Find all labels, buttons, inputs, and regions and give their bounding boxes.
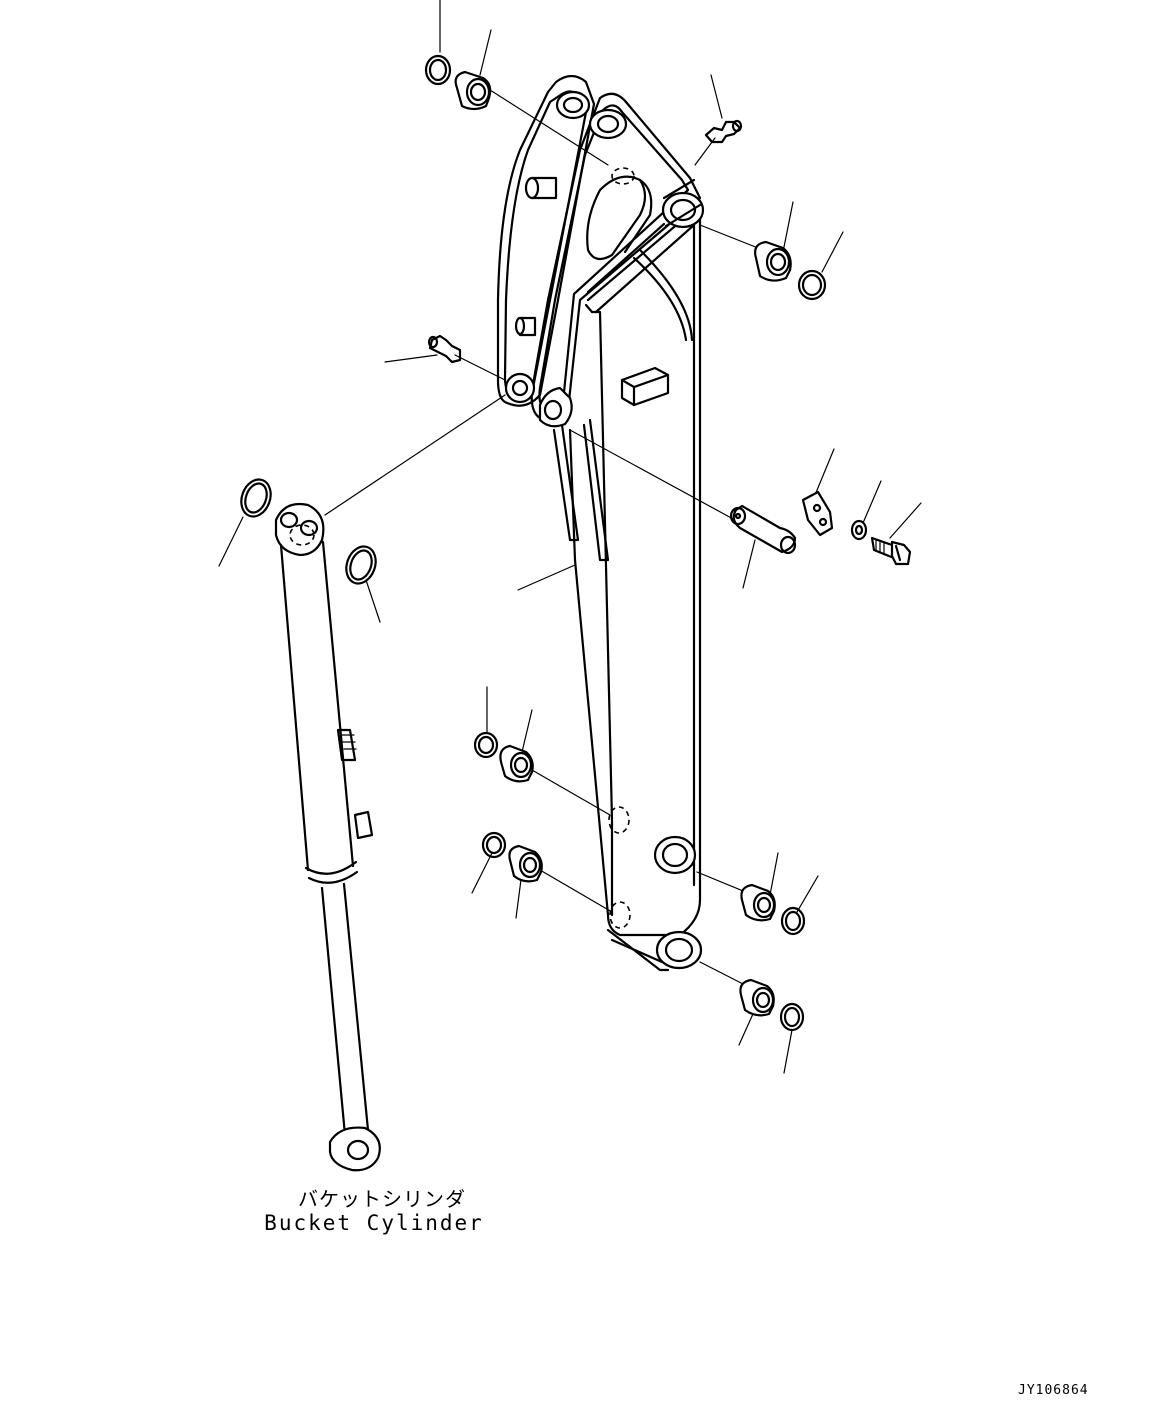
shim-ring-icon [426, 56, 450, 84]
bucket-cylinder-label-jp: バケットシリンダ [298, 1187, 466, 1211]
bucket-cylinder [276, 504, 380, 1170]
washer-icon [852, 521, 866, 539]
bucket-cylinder-label-en: Bucket Cylinder [264, 1211, 484, 1235]
grease-fitting-icon [429, 336, 460, 362]
shim-ring-icon [799, 271, 825, 299]
shim-ring-icon [483, 833, 505, 857]
shim-plate-icon [341, 542, 380, 587]
arm [498, 76, 703, 970]
lock-plate-icon [803, 492, 832, 535]
bushing-icon [741, 885, 774, 920]
bolt-icon [872, 538, 910, 564]
bushing-icon [456, 72, 491, 109]
bushing-icon [500, 746, 532, 781]
bushing-icon [740, 980, 773, 1015]
drawing-number: JY106864 [1018, 1383, 1089, 1398]
grease-fitting-icon [706, 121, 741, 142]
bushing-icon [755, 242, 791, 281]
shim-ring-icon [475, 733, 497, 757]
shim-plate-icon [236, 475, 275, 520]
loose-parts [236, 56, 910, 1030]
shim-ring-icon [782, 908, 804, 934]
shim-ring-icon [781, 1004, 803, 1030]
bushing-icon [509, 846, 541, 881]
pin-icon [731, 506, 795, 553]
